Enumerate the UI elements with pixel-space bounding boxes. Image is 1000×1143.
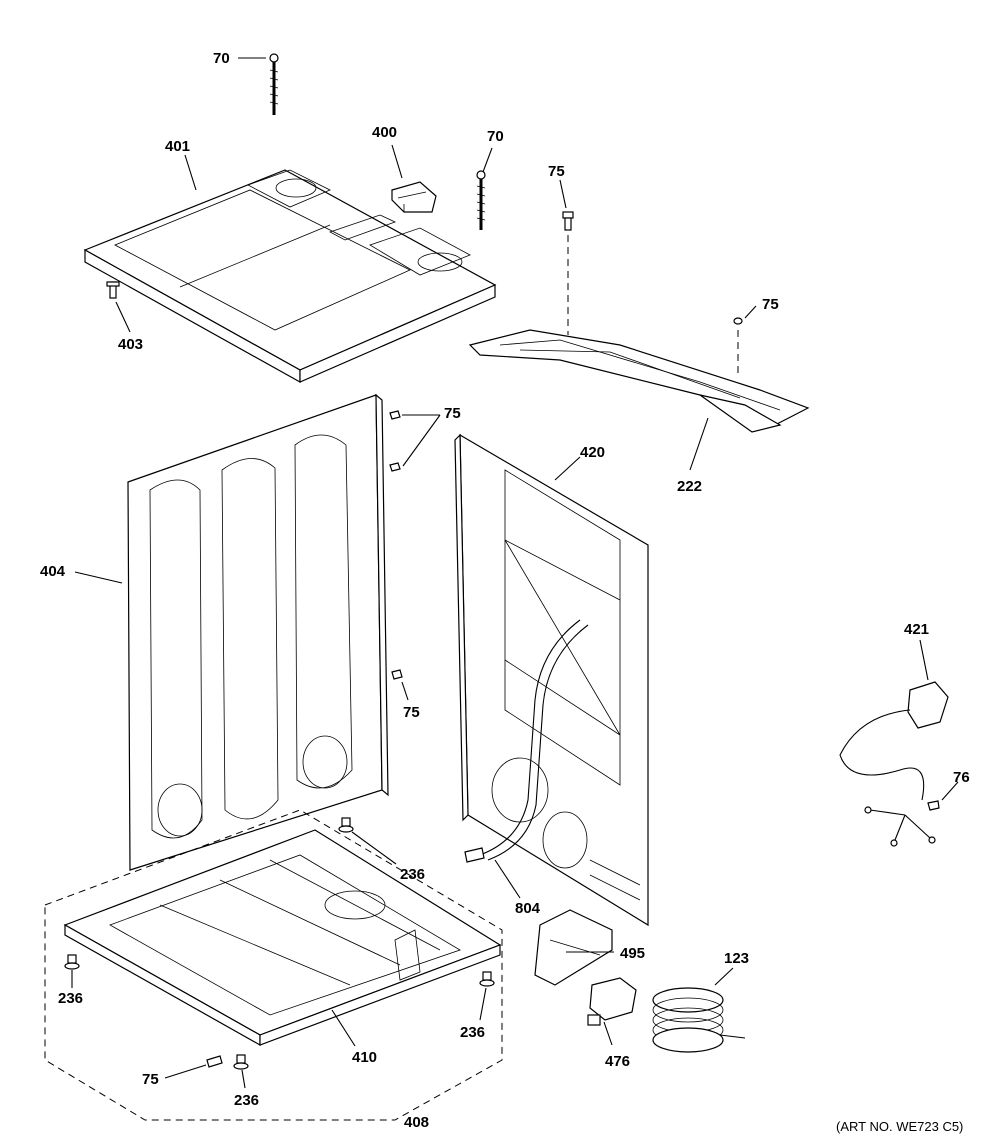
base-410 — [63, 829, 502, 1047]
hose-123 — [652, 987, 746, 1053]
brace-222 — [468, 329, 810, 433]
foot-236-d — [233, 1054, 249, 1070]
screw-403 — [106, 281, 120, 299]
leader-lines — [71, 57, 959, 1089]
callout-70-top: 70 — [213, 50, 230, 67]
callout-403: 403 — [118, 336, 143, 353]
side-panel-404 — [127, 393, 389, 871]
callout-123: 123 — [724, 950, 749, 967]
top-panel-401 — [83, 169, 497, 384]
screw-75-bottom — [206, 1055, 223, 1068]
callout-75-right: 75 — [762, 296, 779, 313]
callout-401: 401 — [165, 138, 190, 155]
callout-236-c: 236 — [460, 1024, 485, 1041]
callout-421: 421 — [904, 621, 929, 638]
bracket-400 — [391, 181, 437, 213]
harness-804 — [464, 619, 589, 863]
foot-236-c — [479, 971, 495, 987]
foot-236-a — [338, 817, 354, 833]
callout-495: 495 — [620, 945, 645, 962]
callout-236-a: 236 — [400, 866, 425, 883]
valve-476 — [587, 977, 637, 1026]
callout-75-bottom: 75 — [142, 1071, 159, 1088]
callout-76: 76 — [953, 769, 970, 786]
callout-420: 420 — [580, 444, 605, 461]
art-number: (ART NO. WE723 C5) — [836, 1119, 963, 1134]
power-cord-421 — [839, 681, 949, 847]
callout-222: 222 — [677, 478, 702, 495]
bracket-495 — [534, 909, 613, 986]
callout-75-top: 75 — [548, 163, 565, 180]
rear-panel-420 — [454, 433, 649, 927]
callout-410: 410 — [352, 1049, 377, 1066]
callout-408: 408 — [404, 1114, 429, 1131]
screw-75-top — [562, 211, 574, 335]
callout-236-b: 236 — [58, 990, 83, 1007]
callout-75-side: 75 — [444, 405, 461, 422]
screw-70-top — [269, 53, 279, 115]
callout-476: 476 — [605, 1053, 630, 1070]
callout-labels: 70 401 400 70 75 75 403 75 420 222 404 4… — [40, 50, 970, 1134]
callout-75-mid: 75 — [403, 704, 420, 721]
screws-75-side — [389, 410, 403, 680]
callout-404: 404 — [40, 563, 66, 580]
foot-236-b — [64, 954, 80, 970]
screw-70-mid — [476, 170, 486, 230]
callout-804: 804 — [515, 900, 541, 917]
callout-70-mid: 70 — [487, 128, 504, 145]
assembly-outline-408 — [44, 809, 503, 1121]
screw-75-right — [733, 317, 743, 378]
callout-400: 400 — [372, 124, 397, 141]
screw-76 — [927, 800, 940, 811]
callout-236-d: 236 — [234, 1092, 259, 1109]
